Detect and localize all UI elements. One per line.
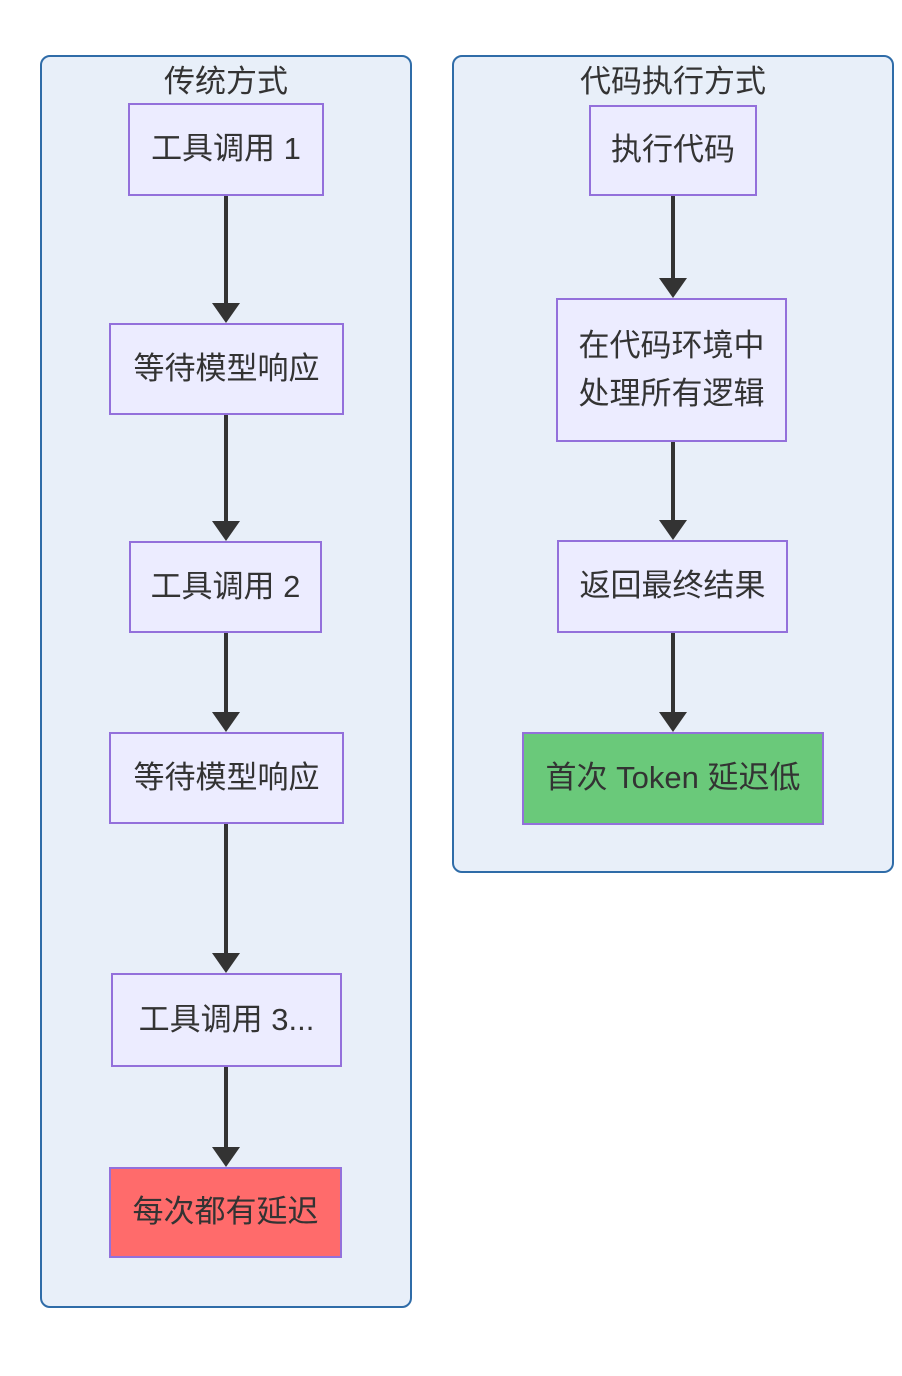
arrow-tool-call-2-to-wait-2	[211, 633, 241, 732]
node-tool-call-1: 工具调用 1	[128, 103, 324, 196]
node-low-first-token-latency: 首次 Token 延迟低	[522, 732, 824, 825]
node-return-final-result: 返回最终结果	[557, 540, 788, 633]
node-wait-model-response-1: 等待模型响应	[109, 323, 344, 415]
arrow-result-to-latency	[658, 633, 688, 732]
panel-code-execution-title: 代码执行方式	[580, 64, 766, 99]
node-tool-call-3: 工具调用 3...	[111, 973, 342, 1067]
node-delay-every-time: 每次都有延迟	[109, 1167, 342, 1258]
node-execute-code: 执行代码	[589, 105, 757, 196]
arrow-logic-to-result	[658, 442, 688, 540]
node-tool-call-2: 工具调用 2	[129, 541, 322, 633]
node-wait-model-response-2: 等待模型响应	[109, 732, 344, 824]
arrow-wait-1-to-tool-call-2	[211, 415, 241, 541]
panel-traditional-title: 传统方式	[164, 64, 288, 99]
node-handle-all-logic: 在代码环境中处理所有逻辑	[556, 298, 787, 442]
arrow-execute-code-to-logic	[658, 196, 688, 298]
arrow-tool-call-1-to-wait-1	[211, 196, 241, 323]
arrow-tool-call-3-to-delay	[211, 1067, 241, 1167]
arrow-wait-2-to-tool-call-3	[211, 824, 241, 973]
